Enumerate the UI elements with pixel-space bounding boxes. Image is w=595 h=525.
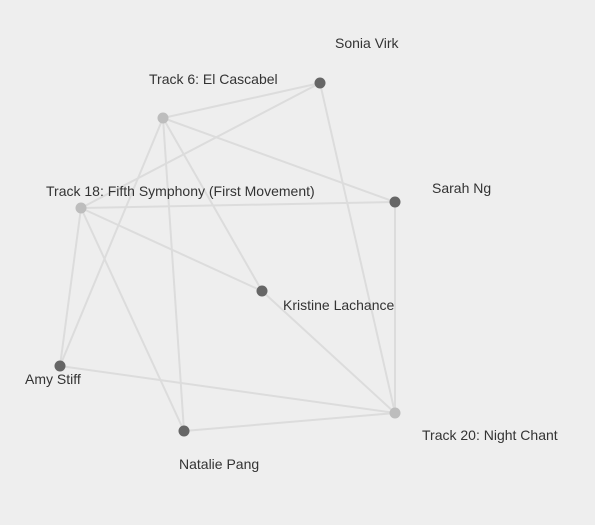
label-track20: Track 20: Night Chant: [422, 427, 558, 443]
label-kristine: Kristine Lachance: [283, 297, 395, 313]
node-natalie[interactable]: [178, 425, 190, 437]
edge-track18-sonia: [80, 82, 321, 209]
edge-track6-sonia: [162, 82, 321, 119]
edge-track18-kristine: [80, 207, 263, 292]
edge-track20-kristine: [261, 290, 396, 414]
label-amy: Amy Stiff: [25, 371, 81, 387]
nodes-layer: [54, 77, 401, 437]
label-sonia: Sonia Virk: [335, 35, 400, 51]
edge-track18-amy: [59, 207, 82, 367]
edges-layer: [59, 82, 396, 432]
node-sarah[interactable]: [389, 196, 401, 208]
edge-track6-natalie: [162, 117, 185, 432]
label-track6: Track 6: El Cascabel: [149, 71, 278, 87]
edge-track6-amy: [59, 117, 164, 367]
node-track20[interactable]: [389, 407, 401, 419]
label-sarah: Sarah Ng: [432, 180, 491, 196]
node-kristine[interactable]: [256, 285, 268, 297]
label-track18: Track 18: Fifth Symphony (First Movement…: [46, 183, 315, 199]
edge-track20-sonia: [319, 82, 396, 414]
edge-track18-sarah: [80, 201, 396, 209]
node-track6[interactable]: [157, 112, 169, 124]
node-amy[interactable]: [54, 360, 66, 372]
node-track18[interactable]: [75, 202, 87, 214]
label-natalie: Natalie Pang: [179, 456, 259, 472]
edge-track20-natalie: [183, 412, 396, 432]
edge-track20-amy: [59, 365, 396, 414]
edge-track6-sarah: [162, 117, 396, 203]
edge-track18-natalie: [80, 207, 185, 432]
node-sonia[interactable]: [314, 77, 326, 89]
